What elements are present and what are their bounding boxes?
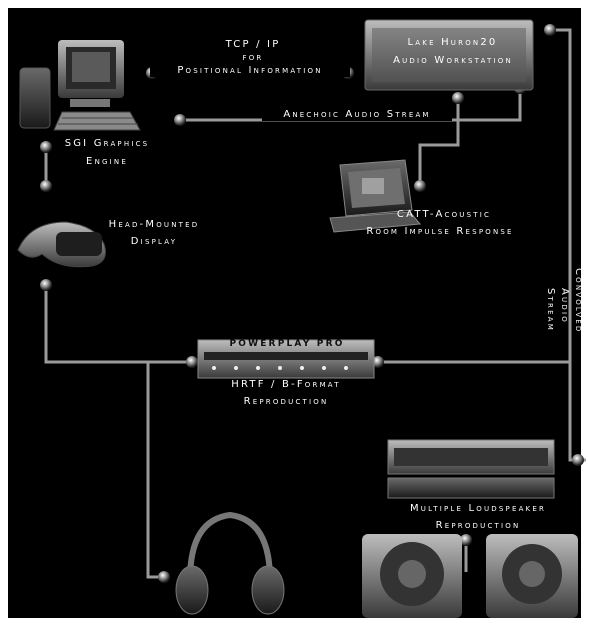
powerplay-rack — [197, 339, 375, 379]
hmd-device — [17, 221, 106, 268]
jack-hmd-top — [40, 180, 52, 192]
jack-hrtf-left — [186, 356, 198, 368]
jack-lake-out — [452, 92, 464, 104]
sgi-computer — [19, 40, 141, 131]
label-engine: Engine — [86, 156, 128, 167]
wire-convolved — [378, 28, 572, 364]
jack-headphones — [158, 571, 170, 583]
label-anechoic-stream: Anechoic Audio Stream — [262, 108, 452, 121]
headphones — [175, 511, 285, 615]
label-tcp-for: for — [242, 52, 264, 63]
label-sgi-graphics: SGI Graphics — [64, 138, 150, 149]
label-hrtf-bformat: HRTF / B-Format — [231, 379, 341, 390]
label-multiple-loudspeaker: Multiple Loudspeaker — [409, 503, 547, 514]
lake-huron-workstation — [364, 19, 534, 91]
label-audio-workstation: Audio Workstation — [393, 55, 513, 66]
label-positional-info: Positional Information — [150, 64, 350, 77]
wire-hmd-hrtf — [44, 285, 190, 364]
label-multi-reproduction: Reproduction — [435, 520, 521, 531]
jack-hmd-bottom — [40, 279, 52, 291]
jack-anechoic-left — [174, 114, 186, 126]
jack-eq — [572, 454, 584, 466]
eq-amplifier — [387, 439, 555, 499]
label-powerplay: POWERPLAY PRO — [229, 339, 345, 349]
jack-sgi-bottom — [40, 141, 52, 153]
label-stream: Stream — [545, 288, 556, 332]
label-room-impulse: Room Impulse Response — [366, 226, 514, 237]
label-lake-huron: Lake Huron20 — [407, 37, 498, 48]
jack-catt — [414, 180, 426, 192]
wire-rail-down — [568, 362, 586, 462]
wire-catt — [418, 98, 460, 185]
label-tcp-ip: TCP / IP — [225, 39, 281, 50]
catt-laptop — [329, 159, 421, 233]
label-head-mounted: Head-Mounted — [108, 219, 200, 230]
jack-hrtf-right — [372, 356, 384, 368]
wire-headphones — [146, 362, 162, 579]
label-display: Display — [130, 236, 178, 247]
jack-speakers-top — [460, 534, 472, 546]
speakers — [362, 534, 578, 618]
label-convolved: Convolved — [573, 268, 584, 334]
label-hrtf-reproduction: Reproduction — [243, 396, 329, 407]
label-catt-acoustic: CATT-Acoustic — [396, 209, 492, 220]
jack-lake-top — [544, 24, 556, 36]
label-audio: Audio — [559, 288, 570, 324]
